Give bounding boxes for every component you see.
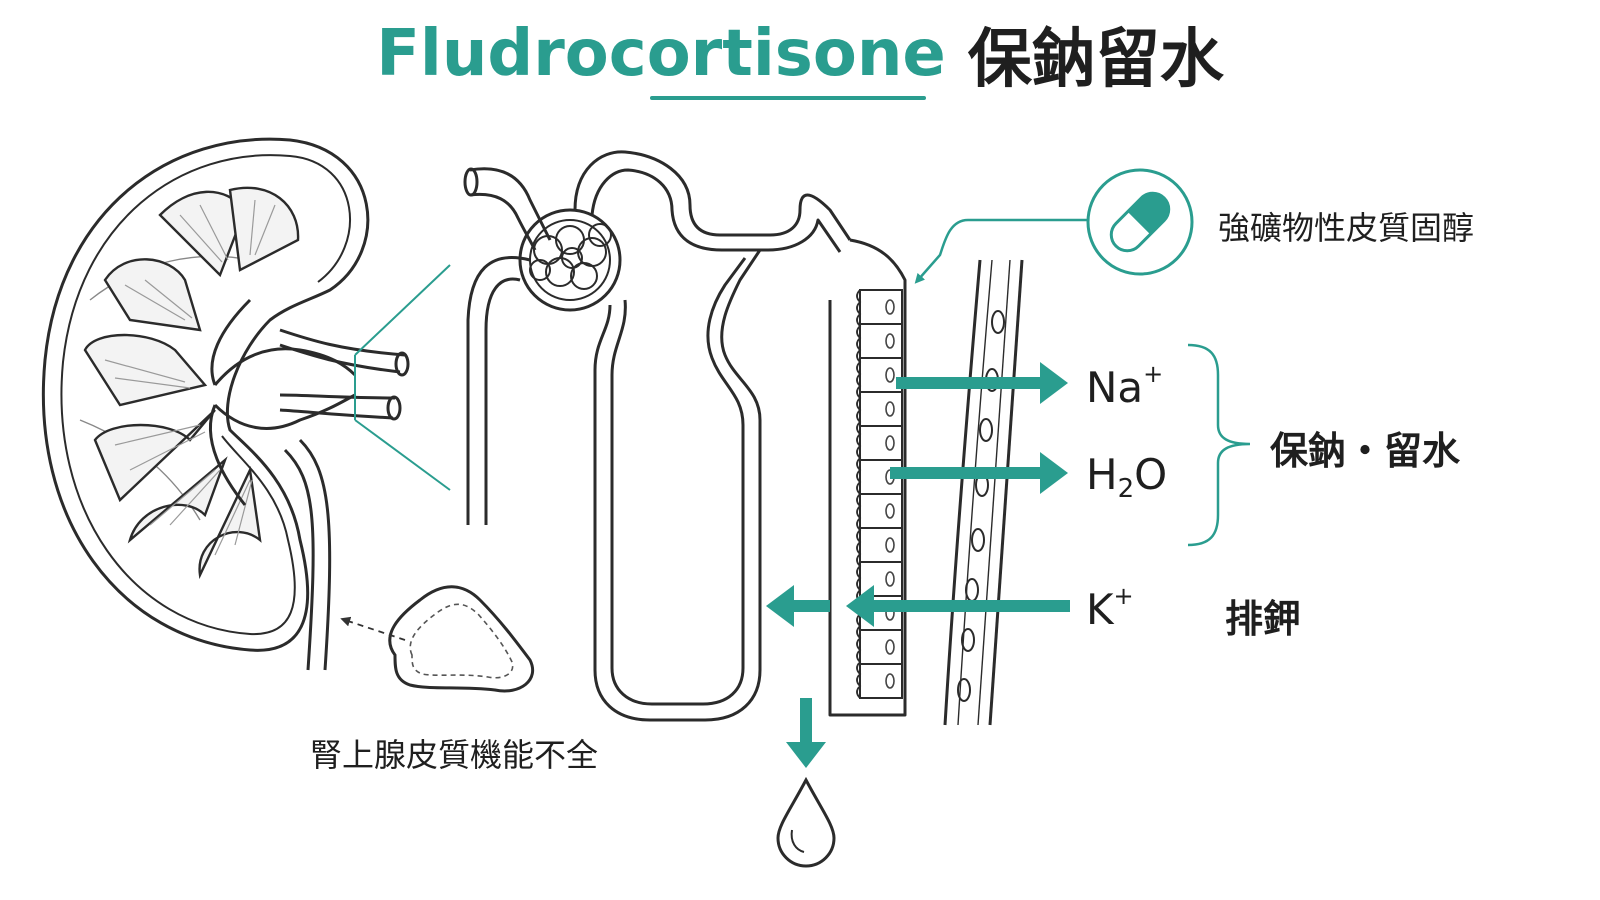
retention-brace [1187,343,1251,547]
zoom-lines [354,264,451,491]
condition-label: 腎上腺皮質機能不全 [310,736,599,774]
luminal-border [856,289,862,699]
potassium-charge: + [1113,582,1134,610]
urine-arrow [786,698,826,768]
excretion-label: 排鉀 [1225,597,1302,641]
adrenal-gland-illustration [340,585,534,693]
water-o: O [1134,450,1168,499]
water-subscript: 2 [1117,474,1135,504]
title-drug-name: Fludrocortisone [376,17,946,91]
drug-class-label: 強礦物性皮質固醇 [1218,209,1475,247]
blood-vessel-illustration [943,259,1024,726]
nephron-illustration [463,150,907,722]
collecting-duct-cells [859,289,903,699]
potassium-symbol: K [1086,585,1114,634]
page-title: Fludrocortisone 保鈉留水 [0,8,1600,98]
drug-target-connector [914,218,1088,284]
potassium-arrow [766,585,1070,627]
title-underline [650,96,926,100]
sodium-symbol: Na [1086,363,1144,412]
water-drop-icon [776,776,836,868]
kidney-illustration [41,137,410,671]
sodium-arrow [896,362,1068,404]
sodium-ion-label: Na+ [1086,360,1163,412]
capsule-icon [1086,168,1194,276]
title-effect: 保鈉留水 [967,23,1224,97]
potassium-ion-label: K+ [1086,582,1134,634]
sodium-charge: + [1143,360,1164,388]
water-arrow [890,452,1068,494]
retention-label: 保鈉・留水 [1270,429,1461,473]
water-h: H [1086,450,1118,499]
water-label: H2O [1086,450,1167,504]
cell-nuclei [885,299,895,689]
